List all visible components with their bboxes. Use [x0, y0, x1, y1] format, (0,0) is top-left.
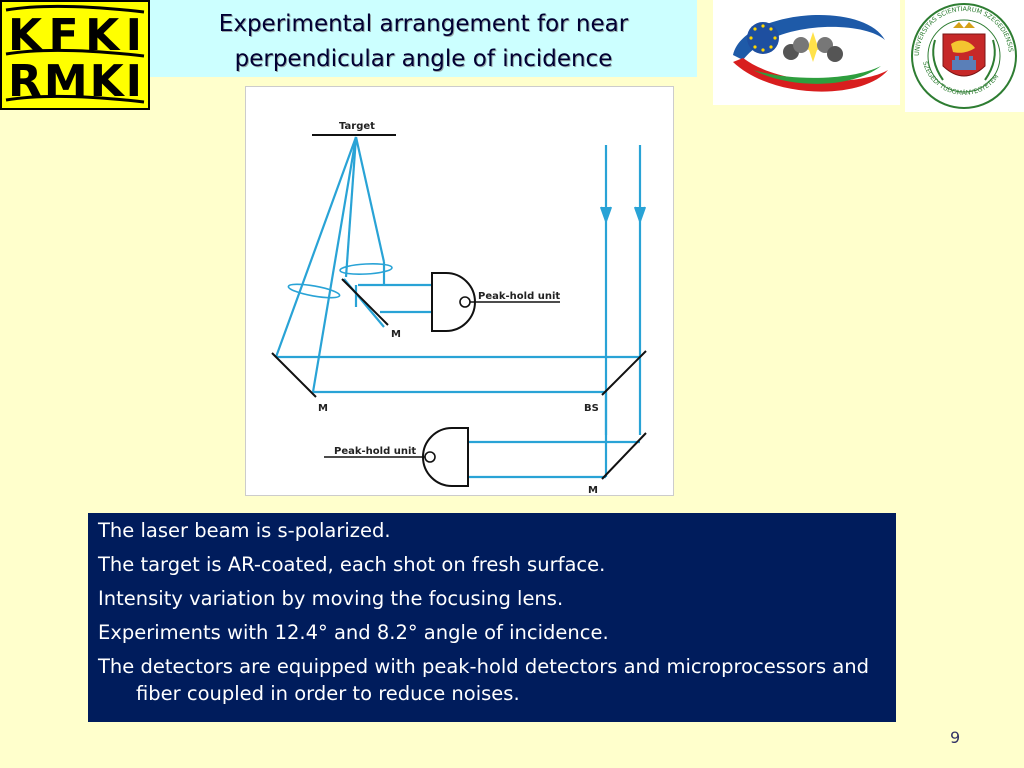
seal-graphic: UNIVERSITAS SCIENTIARUM SZEGEDIENSIS SZE…	[911, 3, 1017, 109]
title-box: Experimental arrangement for near perpen…	[150, 0, 697, 77]
university-seal-logo: UNIVERSITAS SCIENTIARUM SZEGEDIENSIS SZE…	[905, 0, 1024, 112]
note-item: The laser beam is s-polarized.	[98, 519, 391, 542]
mirror-left	[271, 352, 317, 398]
mirror-bottom	[601, 432, 647, 480]
title-line-2: perpendicular angle of incidence	[234, 46, 613, 72]
beam-splitter	[601, 350, 647, 396]
notes-box: The laser beam is s-polarized. The targe…	[88, 513, 896, 722]
note-item: The detectors are equipped with peak-hol…	[98, 655, 870, 705]
kfki-logo-graphic: KFKI RMKI	[2, 2, 148, 108]
eu-laser-logo	[713, 0, 900, 105]
eu-logo-graphic	[733, 14, 888, 92]
laser-beams	[274, 136, 647, 479]
optics-schematic: Target M M BS M Peak-hold unit Peak-hold…	[271, 121, 647, 496]
notes-list: The laser beam is s-polarized. The targe…	[98, 517, 886, 707]
label-mirror-left: M	[318, 403, 328, 414]
logo-text-bottom: RMKI	[8, 56, 142, 107]
peak-hold-unit-top: Peak-hold unit	[431, 272, 560, 332]
label-peak-hold-bottom: Peak-hold unit	[334, 446, 416, 457]
label-target: Target	[339, 121, 375, 132]
page-title: Experimental arrangement for near perpen…	[150, 0, 697, 77]
kfki-rmki-logo: KFKI RMKI	[0, 0, 150, 110]
label-peak-hold-top: Peak-hold unit	[478, 291, 560, 302]
label-mirror-top: M	[391, 329, 401, 340]
note-item: Experiments with 12.4° and 8.2° angle of…	[98, 621, 609, 644]
page-number: 9	[950, 728, 961, 747]
note-item: Intensity variation by moving the focusi…	[98, 587, 564, 610]
title-line-1: Experimental arrangement for near	[218, 11, 629, 37]
peak-hold-unit-bottom: Peak-hold unit	[324, 427, 469, 487]
label-mirror-bottom: M	[588, 485, 598, 496]
experimental-setup-diagram: Target M M BS M Peak-hold unit Peak-hold…	[245, 86, 674, 496]
label-beam-splitter: BS	[584, 403, 599, 414]
note-item: The target is AR-coated, each shot on fr…	[98, 553, 606, 576]
mirror-top	[341, 278, 389, 326]
